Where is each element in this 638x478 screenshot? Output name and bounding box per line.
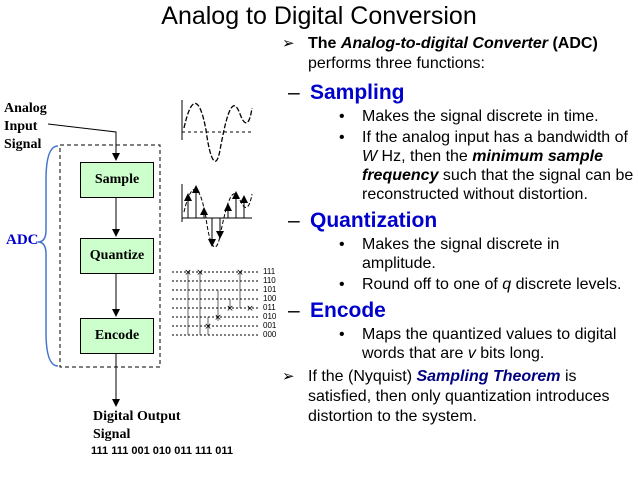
quantization-bullet-2: •Round off to one of q discrete levels. — [339, 276, 622, 293]
page-title: Analog to Digital Conversion — [161, 2, 477, 30]
quantization-heading: –Quantization — [288, 209, 438, 232]
svg-text:×: × — [236, 268, 244, 278]
svg-text:×: × — [196, 268, 204, 278]
analog-input-label: Analog Input Signal — [4, 101, 47, 152]
quant-level-010: 010 — [263, 312, 277, 321]
sampling-heading: –Sampling — [288, 81, 405, 104]
arrow-bullet-icon: ➢ — [282, 35, 295, 52]
quantize-block: Quantize — [80, 238, 154, 274]
quantization-grid — [172, 271, 260, 336]
encode-bullet-1: •Maps the quantized values to digital wo… — [339, 326, 617, 362]
input-arrow — [47, 123, 120, 161]
adc-brace — [37, 145, 59, 367]
intro-bullet: ➢ The Analog-to-digital Converter (ADC) … — [282, 35, 598, 72]
adc-enclosure — [59, 144, 161, 368]
sampling-bullet-1: •Makes the signal discrete in time. — [339, 108, 599, 125]
quant-level-000: 000 — [263, 330, 277, 339]
svg-text:×: × — [214, 313, 222, 323]
quant-level-101: 101 — [263, 285, 277, 294]
sample-block: Sample — [80, 162, 154, 198]
digital-output-label: Digital Output Signal — [93, 409, 181, 442]
content-text: ➢ The Analog-to-digital Converter (ADC) … — [282, 34, 634, 433]
encode-heading: –Encode — [288, 299, 386, 322]
encode-block: Encode — [80, 318, 154, 354]
svg-text:×: × — [184, 268, 192, 278]
analog-waveform — [181, 100, 253, 162]
quant-level-110: 110 — [263, 276, 276, 285]
sampled-waveform — [181, 184, 253, 248]
adc-label: ADC — [6, 232, 39, 248]
nyquist-bullet: ➢ If the (Nyquist) Sampling Theorem is s… — [282, 368, 610, 425]
quant-level-100: 100 — [263, 294, 277, 303]
output-bitstream: 111 111 001 010 011 111 011 — [91, 445, 233, 457]
svg-text:×: × — [204, 322, 212, 332]
sampling-bullet-2: •If the analog input has a bandwidth of … — [339, 129, 634, 203]
quantization-bullet-1: •Makes the signal discrete in amplitude. — [339, 236, 560, 272]
svg-text:×: × — [226, 304, 234, 314]
quant-level-011: 011 — [263, 303, 276, 312]
svg-text:×: × — [246, 304, 254, 314]
quantized-samples: × × × × × × × — [184, 268, 254, 335]
arrow-bullet-icon: ➢ — [282, 368, 295, 385]
quant-level-111: 111 — [263, 267, 276, 276]
quant-level-001: 001 — [263, 321, 277, 330]
